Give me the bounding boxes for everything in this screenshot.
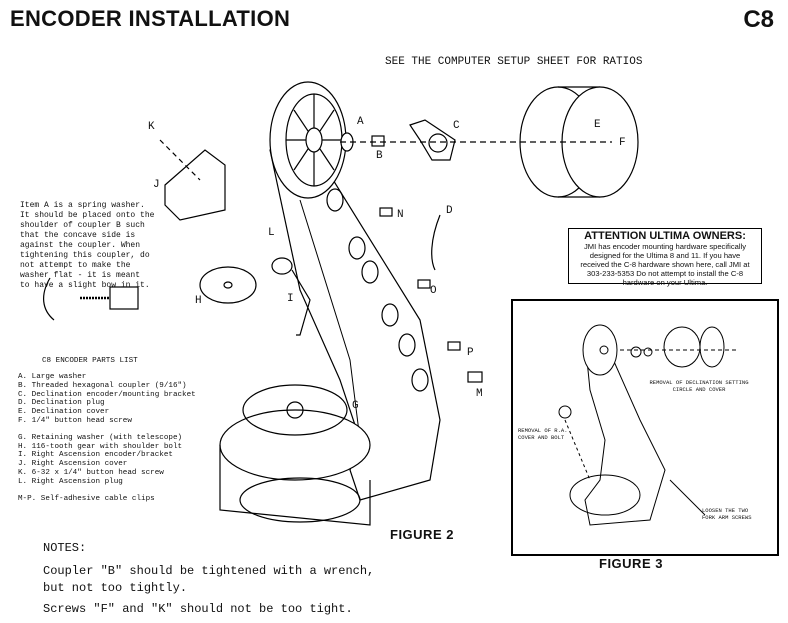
callout-p: P	[467, 347, 474, 359]
parts-list-title: C8 ENCODER PARTS LIST	[42, 357, 138, 365]
list-item: M-P. Self-adhesive cable clips	[18, 494, 155, 503]
callout-n: N	[397, 209, 404, 221]
page-title: ENCODER INSTALLATION	[10, 6, 291, 31]
list-item: E. Declination cover	[18, 408, 110, 417]
callout-e: E	[594, 119, 601, 131]
list-item: K. 6-32 x 1/4" button head screw	[18, 468, 164, 477]
list-item: L. Right Ascension plug	[18, 477, 123, 486]
list-item: J. Right Ascension cover	[18, 460, 128, 469]
attention-box: ATTENTION ULTIMA OWNERS: JMI has encoder…	[568, 228, 762, 287]
spring-washer-note: Item A is a spring washer. It should be …	[20, 201, 155, 290]
list-item: C. Declination encoder/mounting bracket	[18, 390, 196, 399]
figure-2-caption: FIGURE 2	[390, 527, 454, 542]
figure-3-caption: FIGURE 3	[599, 556, 663, 571]
callout-d: D	[446, 205, 453, 217]
removal-dec-label: REMOVAL OF DECLINATION SETTING CIRCLE AN…	[649, 379, 749, 393]
list-item: G. Retaining washer (with telescope)	[18, 433, 183, 442]
list-item: B. Threaded hexagonal coupler (9/16")	[18, 381, 187, 390]
callout-h: H	[195, 295, 202, 307]
list-item: F. 1/4" button head screw	[18, 416, 132, 425]
removal-ra-label: REMOVAL OF R.A. COVER AND BOLT	[518, 427, 568, 441]
setup-sheet-note: SEE THE COMPUTER SETUP SHEET FOR RATIOS	[385, 56, 643, 68]
callout-c: C	[453, 120, 460, 132]
note-line: Screws "F" and "K" should not be too tig…	[43, 602, 353, 616]
note-line: Coupler "B" should be tightened with a w…	[43, 564, 375, 578]
callout-j: J	[153, 179, 160, 191]
notes-heading: NOTES:	[43, 541, 87, 555]
list-item: H. 116-tooth gear with shoulder bolt	[18, 442, 183, 451]
callout-i: I	[287, 293, 294, 305]
loosen-label: LOOSEN THE TWO FORK ARM SCREWS	[702, 507, 752, 521]
figure-3-illustration	[558, 324, 738, 526]
callout-g: G	[352, 400, 359, 412]
callout-k: K	[148, 121, 155, 133]
attention-title: ATTENTION ULTIMA OWNERS:	[584, 230, 746, 242]
page-code: C8	[743, 6, 774, 33]
list-item: D. Declination plug	[18, 399, 105, 408]
list-item: I. Right Ascension encoder/bracket	[18, 451, 173, 460]
note-line: but not too tightly.	[43, 581, 188, 595]
callout-a: A	[357, 116, 364, 128]
callout-m: M	[476, 388, 483, 400]
callout-l: L	[268, 227, 275, 239]
callout-o: O	[430, 285, 437, 297]
callout-f: F	[619, 137, 626, 149]
notes-block: NOTES: Coupler "B" should be tightened w…	[43, 540, 374, 618]
callout-b: B	[376, 150, 383, 162]
list-item: A. Large washer	[18, 373, 87, 381]
figure-3-frame	[511, 299, 779, 556]
parts-list: A. Large washer B. Threaded hexagonal co…	[18, 373, 228, 503]
